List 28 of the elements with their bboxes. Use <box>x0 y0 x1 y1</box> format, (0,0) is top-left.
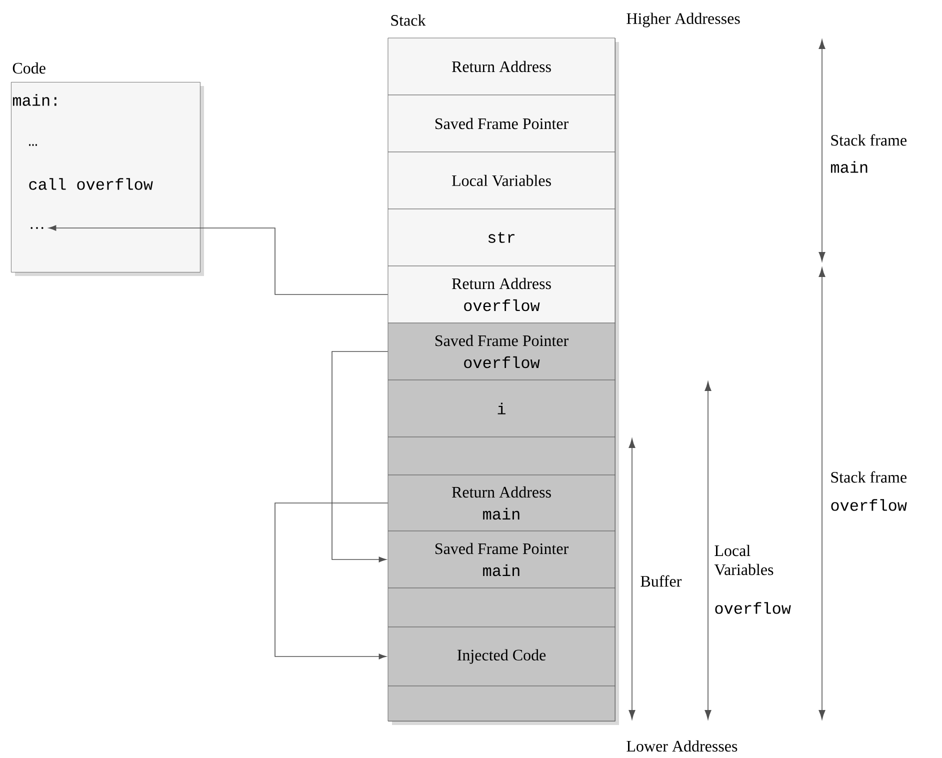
annotation-label: Stack frame <box>831 134 906 146</box>
stack-cell: Saved Frame Pointer <box>388 94 616 152</box>
stack-cell: Return Address main <box>388 474 616 532</box>
stack-cell: Saved Frame Pointer overflow <box>388 322 616 380</box>
connector-arrow <box>48 225 388 295</box>
stack-cell: Return Address <box>388 38 616 96</box>
stack-cell: Injected Code <box>388 626 616 686</box>
annotation-label: Higher Addresses <box>626 12 740 28</box>
annotation-label: Lower Addresses <box>626 740 738 752</box>
stack-cell: str <box>388 208 616 266</box>
ellipsis-text: … <box>30 227 44 229</box>
stack-cell: i <box>388 380 616 438</box>
stack-cell: Local Variables <box>388 152 616 210</box>
node-label: Stack <box>391 14 426 26</box>
annotation-label: Local Variables <box>714 544 774 576</box>
node-label: Code <box>12 62 46 74</box>
annotation-label: overflow <box>715 602 791 614</box>
annotation-label: main <box>830 161 868 173</box>
connector-arrow <box>332 351 388 562</box>
connector-arrow <box>274 502 388 660</box>
annotation-label: Stack frame <box>831 471 906 483</box>
annotation-label: overflow <box>831 499 907 511</box>
empty-stack-cell <box>388 588 616 628</box>
stack-cell: Return Address overflow <box>388 266 616 324</box>
empty-stack-cell <box>388 436 616 476</box>
empty-stack-cell <box>388 686 616 722</box>
annotation-label: Buffer <box>640 575 682 587</box>
stack-cell: Saved Frame Pointer main <box>388 530 616 588</box>
